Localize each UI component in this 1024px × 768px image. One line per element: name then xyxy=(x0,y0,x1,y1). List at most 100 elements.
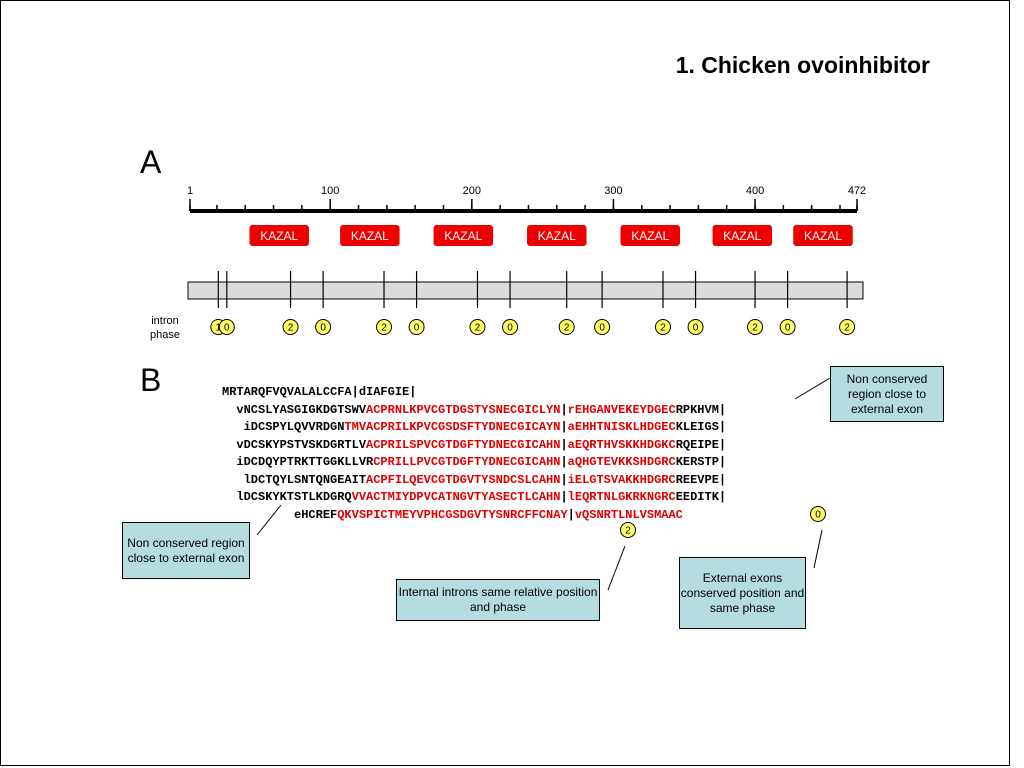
kazal-domain: KAZAL xyxy=(793,225,853,246)
sequence-line: MRTARQFVQVALALCCFA|dIAFGIE| xyxy=(222,384,726,402)
sequence-segment-conserved: vQSNRTLNLVSMAAC xyxy=(574,507,683,522)
kazal-domain-label: KAZAL xyxy=(631,229,669,243)
intron-phase-marker: 0 xyxy=(687,319,704,335)
sequence-line: lDCSKYKTSTLKDGRQVVACTMIYDPVCATNGVTYASECT… xyxy=(222,489,726,507)
leader-line-left xyxy=(256,504,282,536)
sequence-segment-conserved: ACPRNLKPVCGTDGSTYSNECGICLYN xyxy=(366,402,561,417)
kazal-domain-label: KAZAL xyxy=(538,229,576,243)
callout-text: Non conserved region close to external e… xyxy=(127,535,245,565)
kazal-domain-box xyxy=(712,225,773,246)
intron-phase-marker: 2 xyxy=(282,319,299,335)
kazal-domain-label: KAZAL xyxy=(723,229,761,243)
slide-title: 1. Chicken ovoinhibitor xyxy=(675,52,930,78)
sequence-segment-conserved: QKVSPICTMEYVPHCGSDGVTYSNRCFFCNAY xyxy=(337,507,568,522)
intron-phase-label: 0 xyxy=(599,323,605,334)
sequence-segment: RPKHVM| xyxy=(675,402,727,417)
kazal-domain: KAZAL xyxy=(527,225,587,246)
intron-label-line2: phase xyxy=(150,329,180,341)
sequence-segment-conserved: rEHGANVEKEYDGEC xyxy=(567,402,676,417)
sequence-segment: REEVPE| xyxy=(675,472,727,487)
intron-phase-circle xyxy=(502,319,519,335)
intron-phase-label: intron phase xyxy=(150,314,180,342)
callout-leader-lines xyxy=(256,377,831,591)
intron-phase-marker: 2 xyxy=(839,319,856,335)
kazal-domain: KAZAL xyxy=(433,225,494,246)
callout-nonconserved-top: Non conserved region close to external e… xyxy=(830,366,944,422)
sequence-segment-conserved: ACPFILQEVCGTDGVTYSNDCSLCAHN xyxy=(366,472,561,487)
kazal-domain-label: KAZAL xyxy=(804,229,842,243)
sequence-segment: RQEIPE| xyxy=(675,437,727,452)
intron-phase-label: 2 xyxy=(660,323,666,334)
ruler-tick-label: 200 xyxy=(463,185,481,197)
intron-phase-label: 1 xyxy=(216,323,222,334)
intron-phase-circle xyxy=(558,319,575,335)
sequence-line: iDCDQYPTRKTTGGKLLVRCPRILLPVCGTDGFTYDNECG… xyxy=(222,454,726,472)
sequence-segment-conserved: aQHGTEVKKSHDGRC xyxy=(567,455,676,469)
kazal-domain: KAZAL xyxy=(620,225,680,246)
sequence-segment-conserved: iELGTSVAKKHDGRC xyxy=(567,472,676,487)
ruler-tick-label: 100 xyxy=(321,185,339,197)
intron-phase-label: 2 xyxy=(381,323,387,334)
intron-phase-label: 2 xyxy=(475,323,481,334)
sequence-segment: vDCSKYPSTVSKDGRTLV xyxy=(222,437,367,452)
sequence-segment: | xyxy=(567,507,575,522)
sequence-line: vNCSLYASGIGKDGTSWVACPRNLKPVCGTDGSTYSNECG… xyxy=(222,402,726,420)
leader-line-external xyxy=(813,529,823,569)
sequence-segment: | xyxy=(560,420,568,434)
ruler-tick-label: 472 xyxy=(848,185,866,197)
kazal-domain-label: KAZAL xyxy=(351,229,389,243)
intron-phase-marker: 0 xyxy=(594,319,611,335)
callout-text: Non conserved region close to external e… xyxy=(846,371,928,416)
seq-phase-marker-label: 0 xyxy=(815,510,821,521)
sequence-segment: KLEIGS| xyxy=(675,420,727,434)
ruler-tick-label: 300 xyxy=(604,185,622,197)
intron-phase-circle xyxy=(687,319,704,335)
intron-phase-circle xyxy=(408,319,425,335)
intron-phase-circle xyxy=(282,319,299,335)
panel-a-label: A xyxy=(140,144,162,180)
sequence-segment-conserved: lEQRTNLGKRKNGRC xyxy=(567,490,676,504)
intron-phase-marker: 0 xyxy=(218,319,235,335)
protein-bar xyxy=(187,271,864,308)
seq-phase-marker-label: 2 xyxy=(625,526,631,537)
intron-phase-circle xyxy=(376,319,393,335)
leader-line-internal xyxy=(607,545,626,591)
intron-phase-label: 0 xyxy=(785,323,791,334)
intron-phase-label: 0 xyxy=(224,323,230,334)
intron-label-line1: intron xyxy=(151,315,179,327)
intron-phase-label: 0 xyxy=(507,323,513,334)
protein-bar-rect xyxy=(187,281,864,300)
sequence-segment-conserved: CPRILLPVCGTDGFTYDNECGICAHN xyxy=(373,455,561,469)
kazal-domain-box xyxy=(620,225,680,246)
callout-text: Internal introns same relative position … xyxy=(398,585,598,614)
panel-b-label: B xyxy=(140,362,162,398)
sequence-segment: | xyxy=(560,402,568,417)
intron-phase-circle xyxy=(779,319,796,335)
intron-phase-label: 0 xyxy=(320,323,326,334)
intron-phase-circle xyxy=(839,319,856,335)
intron-phase-marker: 0 xyxy=(779,319,796,335)
seq-phase-marker-0: 0 xyxy=(810,506,826,522)
callout-external-exons: External exons conserved position and sa… xyxy=(679,557,806,629)
protein-sequence-alignment: MRTARQFVQVALALCCFA|dIAFGIE| vNCSLYASGIGK… xyxy=(222,384,726,524)
intron-phase-marker: 2 xyxy=(376,319,393,335)
intron-phase-label: 0 xyxy=(693,323,699,334)
sequence-segment-conserved: aEQRTHVSKKHDGKC xyxy=(567,437,676,452)
ruler-tick-label: 1 xyxy=(187,185,193,197)
leader-line-top-right xyxy=(794,377,831,400)
callout-text: External exons conserved position and sa… xyxy=(680,570,805,615)
sequence-phase-markers: 2 0 xyxy=(620,506,826,538)
kazal-domain-label: KAZAL xyxy=(444,229,482,243)
sequence-line: iDCSPYLQVVRDGNTMVACPRILKPVCGSDSFTYDNECGI… xyxy=(222,419,727,437)
intron-phase-marker: 2 xyxy=(654,319,671,335)
kazal-domain-box xyxy=(249,225,309,246)
intron-phase-marker: 2 xyxy=(747,319,764,335)
intron-phase-label: 0 xyxy=(414,323,420,334)
intron-phase-marker: 0 xyxy=(315,319,332,335)
intron-phase-label: 2 xyxy=(844,323,850,334)
sequence-segment-conserved: aEHHTNISKLHDGEC xyxy=(567,420,676,434)
